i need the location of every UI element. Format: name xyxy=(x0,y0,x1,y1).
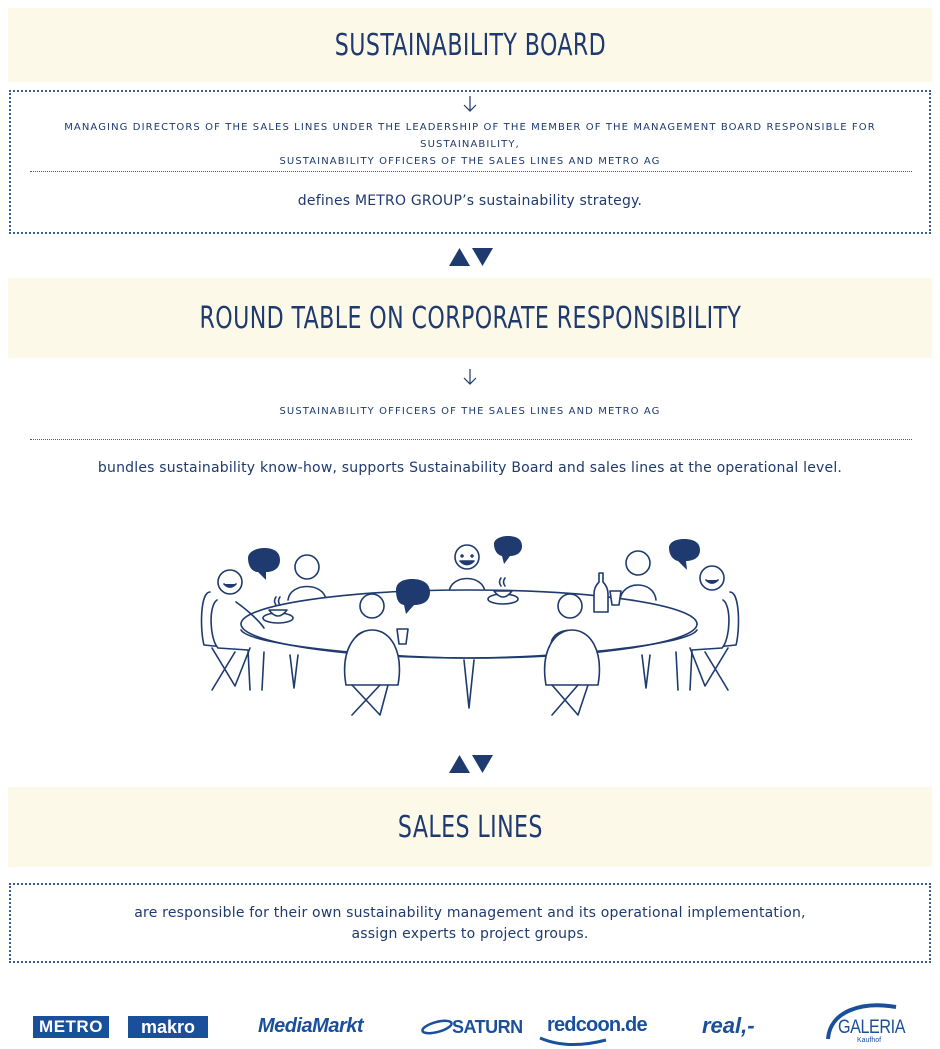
person-back-center xyxy=(448,544,486,593)
glass-icon xyxy=(396,628,409,645)
up-down-triangles-icon xyxy=(449,248,493,266)
round-table-illustration xyxy=(200,536,740,716)
speech-bubble-icon xyxy=(669,539,700,570)
galeria-logo: GALERIA xyxy=(838,1017,906,1038)
makro-logo-text: makro xyxy=(140,1016,196,1037)
divider xyxy=(30,439,912,440)
sustainability-board-description: defines METRO GROUP’s sustainability str… xyxy=(297,193,643,209)
redcoon-swoosh-icon xyxy=(539,1036,607,1047)
table-leg xyxy=(641,654,651,689)
round-table-title: ROUND TABLE ON CORPORATE RESPONSIBILITY xyxy=(199,300,741,336)
members-line-1: MANAGING DIRECTORS OF THE SALES LINES UN… xyxy=(64,122,876,150)
table-leg xyxy=(463,659,475,709)
metro-logo-text: METRO xyxy=(39,1017,103,1036)
coffee-cup-icon xyxy=(487,577,519,605)
sales-lines-details xyxy=(9,883,931,963)
person-front-left xyxy=(343,593,401,716)
person-back-left xyxy=(287,554,327,601)
up-down-triangles-icon xyxy=(449,755,493,773)
speech-bubble-icon xyxy=(248,548,280,580)
real-logo: real,- xyxy=(702,1013,755,1038)
round-table-description: bundles sustainability know-how, support… xyxy=(97,460,843,476)
sales-line-logos: METRO makro MediaMarkt SATURN redcoon.de… xyxy=(0,1000,940,1049)
mediamarkt-logo: MediaMarkt xyxy=(258,1015,364,1037)
person-back-right xyxy=(619,550,657,601)
description-line-2: assign experts to project groups. xyxy=(351,926,589,942)
person-front-right xyxy=(543,593,601,716)
sustainability-board-members: MANAGING DIRECTORS OF THE SALES LINES UN… xyxy=(20,119,920,170)
sustainability-board-details xyxy=(9,90,931,234)
arrow-down-icon xyxy=(463,96,477,112)
sustainability-board-title: SUSTAINABILITY BOARD xyxy=(334,27,606,63)
table-leg xyxy=(289,654,299,689)
arrow-down-icon xyxy=(463,369,477,385)
round-table-header: ROUND TABLE ON CORPORATE RESPONSIBILITY xyxy=(8,278,932,358)
members-line-2: SUSTAINABILITY OFFICERS OF THE SALES LIN… xyxy=(279,156,661,167)
makro-logo: makro xyxy=(128,1016,208,1038)
saturn-ring-icon xyxy=(421,1019,453,1035)
bottle-icon xyxy=(593,572,609,613)
galeria-arc-icon xyxy=(826,1003,897,1040)
redcoon-logo: redcoon.de xyxy=(547,1014,648,1036)
speech-bubble-icon xyxy=(396,579,430,614)
sales-lines-header: SALES LINES xyxy=(8,787,932,867)
person-right xyxy=(675,565,740,691)
sales-lines-title: SALES LINES xyxy=(397,809,543,845)
coffee-cup-icon xyxy=(262,596,294,624)
saturn-logo: SATURN xyxy=(452,1017,523,1037)
divider xyxy=(30,171,912,172)
metro-logo: METRO xyxy=(33,1016,109,1038)
person-left xyxy=(200,569,265,691)
glass-icon xyxy=(609,590,622,606)
sales-lines-description: are responsible for their own sustainabi… xyxy=(20,903,920,945)
speech-bubble-icon xyxy=(494,536,522,564)
sustainability-board-header: SUSTAINABILITY BOARD xyxy=(8,8,932,82)
round-table-members: SUSTAINABILITY OFFICERS OF THE SALES LIN… xyxy=(279,406,661,417)
galeria-sub-logo: Kaufhof xyxy=(857,1037,882,1044)
description-line-1: are responsible for their own sustainabi… xyxy=(134,905,806,921)
